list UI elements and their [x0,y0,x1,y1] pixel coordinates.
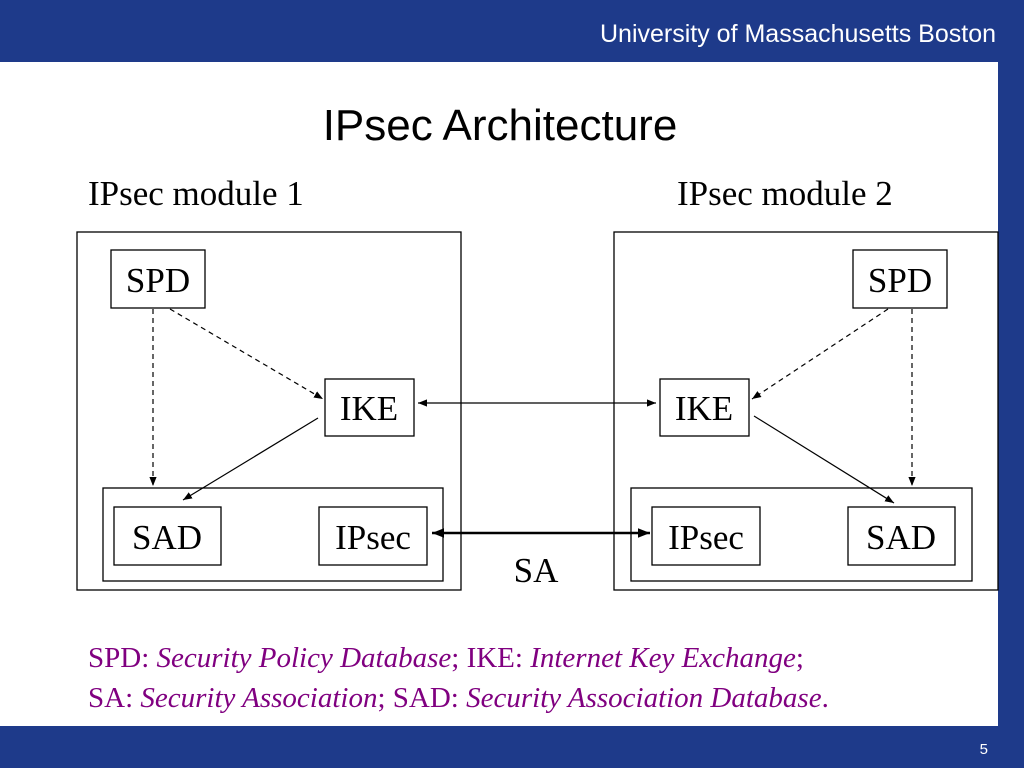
page-number: 5 [979,741,988,758]
module2-ike-to-sad-arrow [753,415,895,504]
module2-label: IPsec module 2 [677,174,893,213]
legend-sa-full: Security Association [140,682,378,714]
module1-frame [76,231,462,591]
slide-title: IPsec Architecture [322,101,678,150]
legend-ike-full: Internet Key Exchange [530,642,796,674]
module1-label: IPsec module 1 [88,174,304,213]
module1-sad-label: SAD [132,518,202,557]
module2-ike-label: IKE [675,389,733,428]
module1-spd-to-ike-arrow [169,308,324,400]
module1-ike-box [324,378,415,437]
side-bar [998,62,1024,726]
module2-sad-box [847,506,956,566]
module1-spd-box [110,249,206,309]
module1-ike-label: IKE [340,389,398,428]
module1-ike-to-sad-arrow [182,417,319,501]
module1-ipsec-label: IPsec [335,518,411,557]
sa-label: SA [514,551,559,590]
module1-ipsec-box [318,506,428,566]
module2-spd-to-ike-arrow [751,308,889,400]
legend-spd-full: Security Policy Database [156,642,452,674]
module2-ipsec-box [651,506,761,566]
module2-frame [613,231,999,591]
legend-line-2: SA: Security Association; SAD: Security … [88,684,829,713]
module2-spd-label: SPD [868,261,932,300]
module2-spd-box [852,249,948,309]
legend-sep: ; [377,682,386,714]
legend-end: . [821,682,829,714]
legend-sep: ; [795,642,804,674]
module2-sad-label: SAD [866,518,936,557]
module2-ipsec-label: IPsec [668,518,744,557]
legend-sep: ; [451,642,460,674]
institution-name: University of Massachusetts Boston [600,20,996,48]
footer-bar [0,726,1024,768]
module1-spd-label: SPD [126,261,190,300]
legend-line-1: SPD: Security Policy Database; IKE: Inte… [88,644,804,673]
legend-spd-abbr: SPD: [88,642,150,674]
module1-sad-box [113,506,222,566]
legend-sa-abbr: SA: [88,682,134,714]
legend-sad-full: Security Association Database [466,682,822,714]
ipsec-architecture-diagram: SPD IKE SAD IPsec SPD IKE SAD IPsec SA [76,231,999,591]
legend-sad-abbr: SAD: [392,682,459,714]
header-bar [0,0,1024,62]
module2-ike-box [659,378,750,437]
legend-ike-abbr: IKE: [466,642,523,674]
